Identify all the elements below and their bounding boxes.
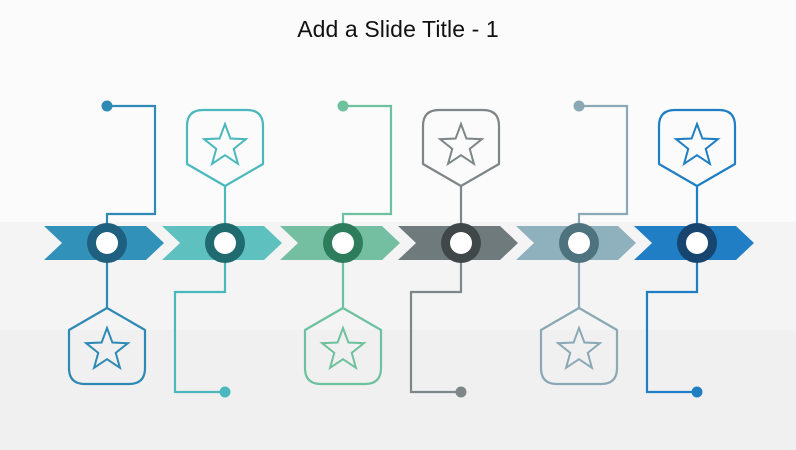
badge-shield-3 (303, 306, 383, 386)
connector-line-5 (577, 104, 629, 229)
node-center-4[interactable] (450, 232, 472, 254)
badge-shield-2 (185, 108, 265, 188)
connector-line-1 (105, 104, 157, 229)
star-icon (201, 121, 249, 167)
connector-dot-6 (691, 386, 703, 398)
timeline-step-4 (398, 108, 518, 398)
badge-shield-6 (657, 108, 737, 188)
badge-shield-4 (421, 108, 501, 188)
node-center-1[interactable] (96, 232, 118, 254)
timeline-step-1 (44, 100, 164, 386)
timeline-step-2 (162, 108, 282, 398)
star-icon (555, 325, 603, 371)
star-icon (437, 121, 485, 167)
background-band-bottom (0, 330, 796, 450)
connector-line-4 (409, 257, 463, 394)
node-center-3[interactable] (332, 232, 354, 254)
node-center-6[interactable] (686, 232, 708, 254)
background-band-top (0, 0, 796, 222)
timeline-step-5 (516, 100, 636, 386)
page-title: Add a Slide Title - 1 (297, 16, 499, 42)
node-center-2[interactable] (214, 232, 236, 254)
connector-line-6 (645, 257, 699, 394)
star-icon (673, 121, 721, 167)
connector-line-2 (173, 257, 227, 394)
node-center-5[interactable] (568, 232, 590, 254)
badge-shield-5 (539, 306, 619, 386)
timeline-step-6 (634, 108, 754, 398)
connector-dot-4 (455, 386, 467, 398)
connector-dot-3 (337, 100, 349, 112)
connector-dot-2 (219, 386, 231, 398)
badge-shield-1 (67, 306, 147, 386)
connector-dot-1 (101, 100, 113, 112)
star-icon (319, 325, 367, 371)
star-icon (83, 325, 131, 371)
connector-dot-5 (573, 100, 585, 112)
timeline-step-3 (280, 100, 400, 386)
connector-line-3 (341, 104, 393, 229)
